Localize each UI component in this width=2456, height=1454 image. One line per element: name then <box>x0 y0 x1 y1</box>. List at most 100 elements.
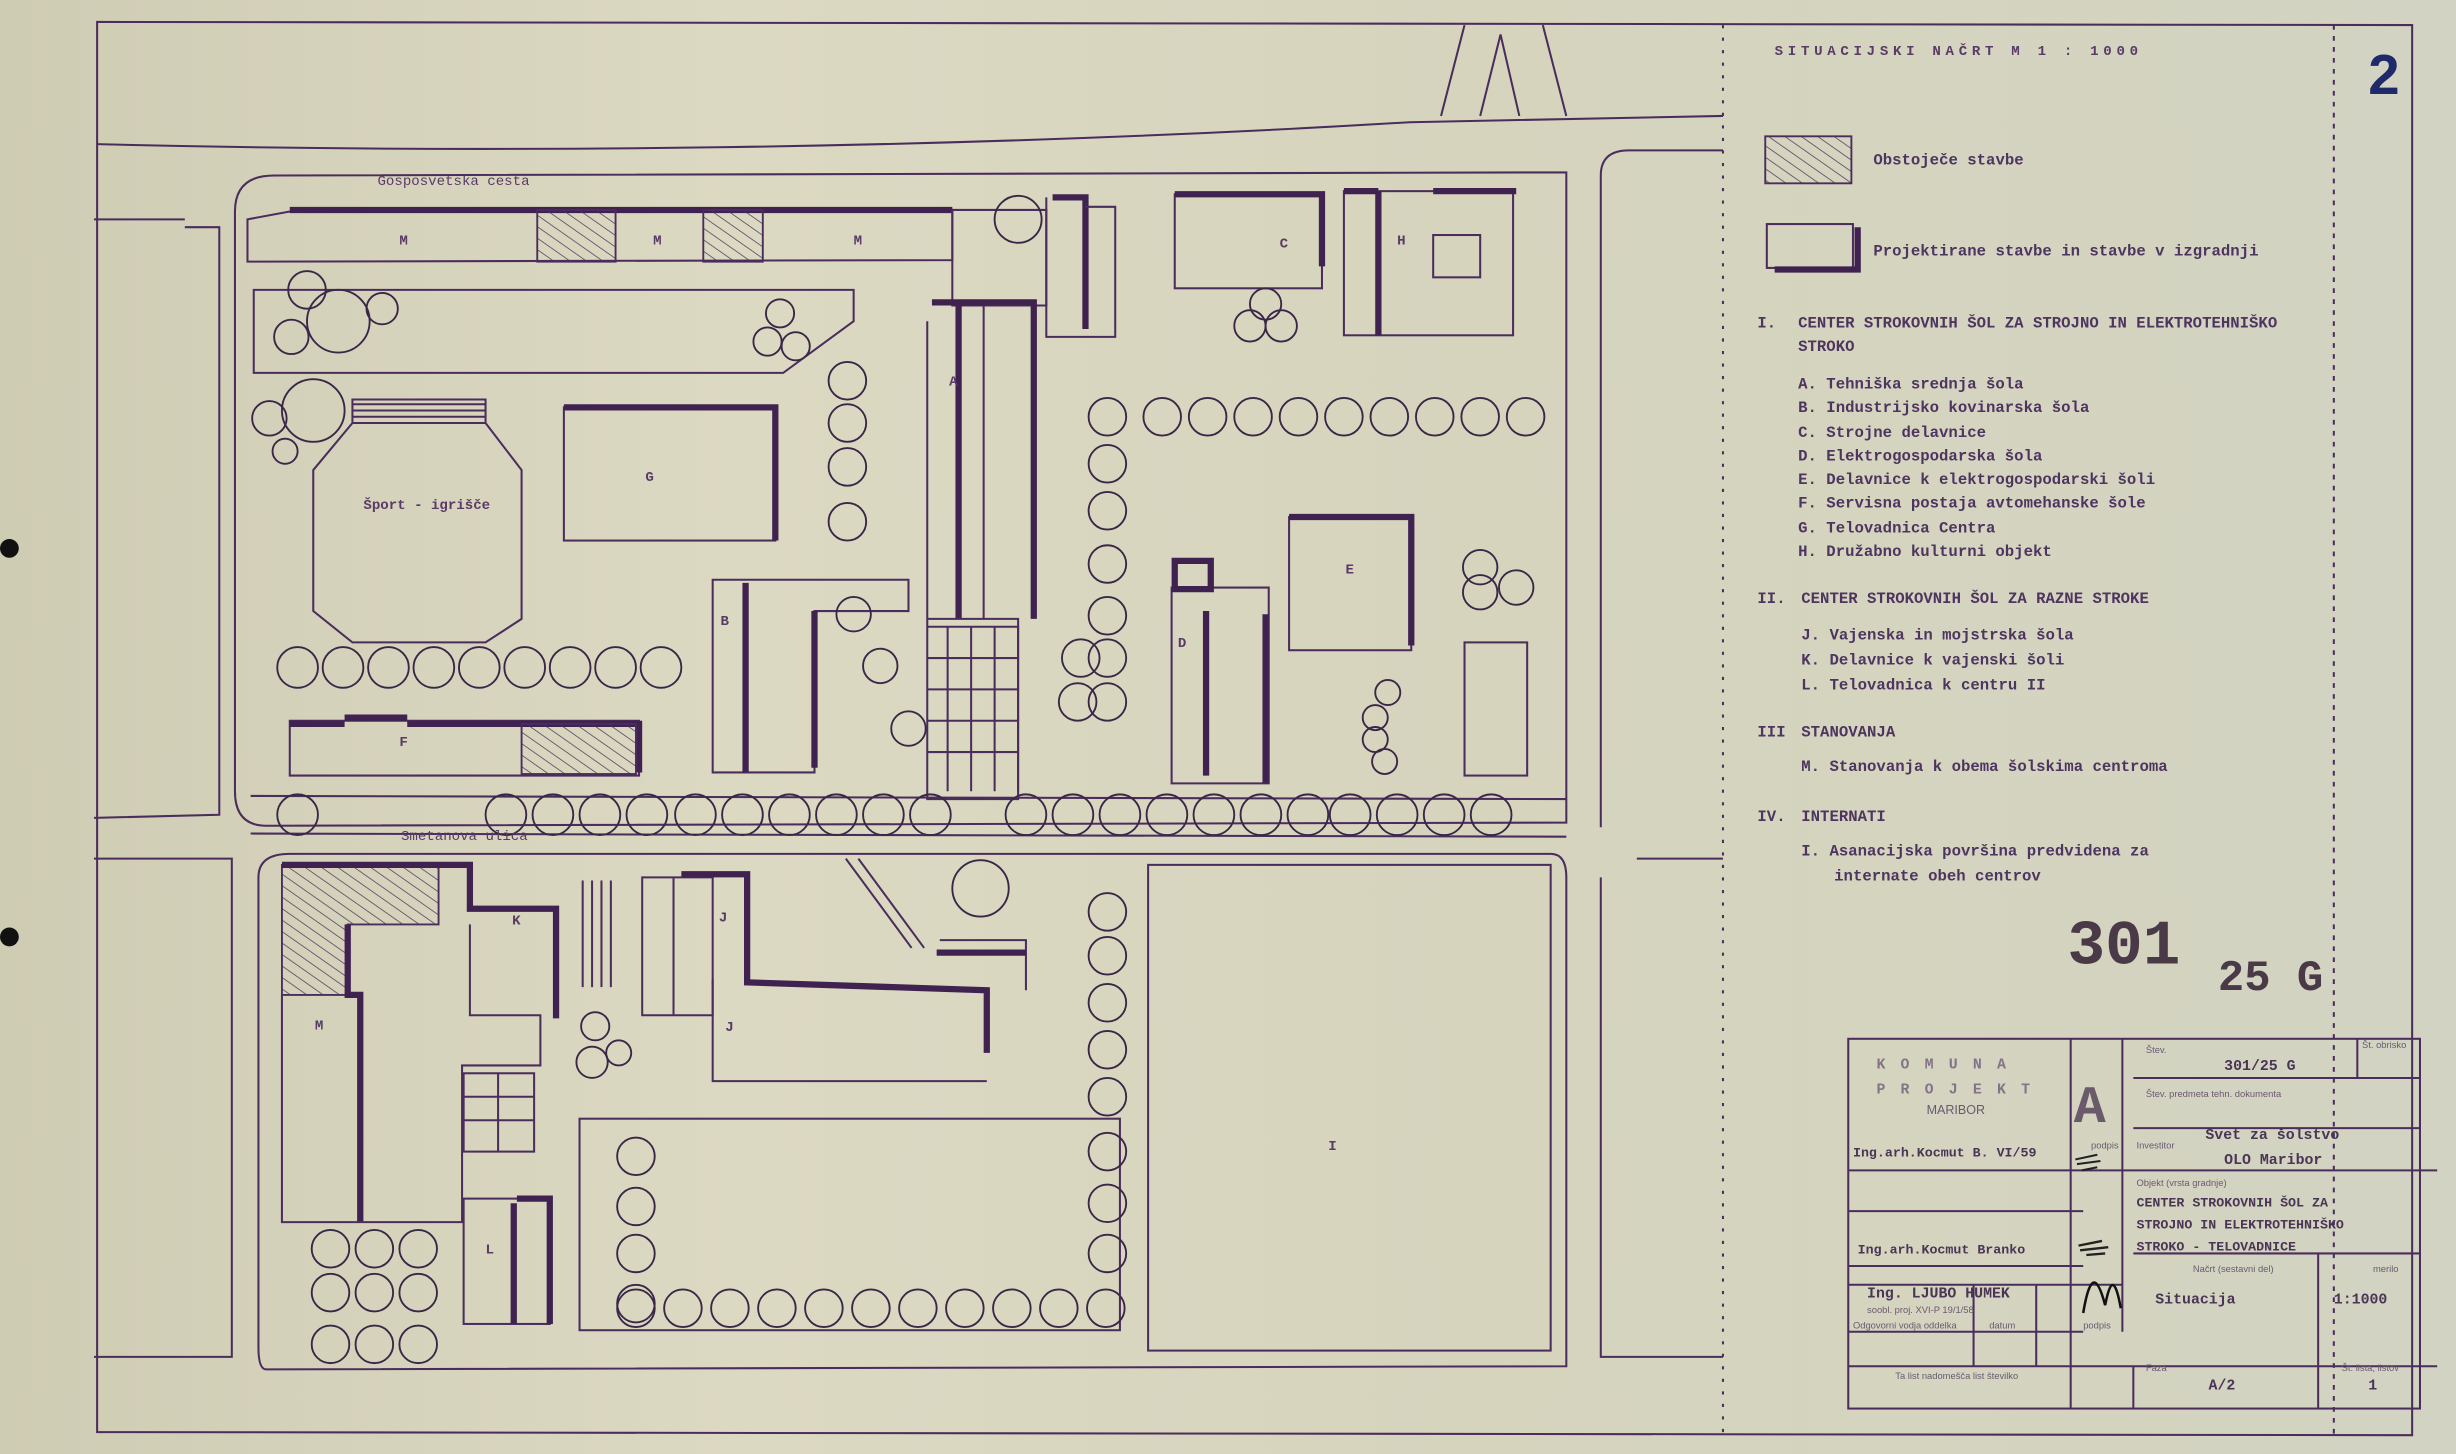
tree-symbol <box>1286 793 1330 837</box>
tree-symbol <box>909 793 952 837</box>
building-label: B <box>721 614 730 630</box>
tree-symbol <box>276 646 319 689</box>
tree-symbol <box>1498 569 1535 606</box>
tree-symbol <box>594 646 637 689</box>
tree-symbol <box>1375 793 1419 837</box>
list-item: J. Vajenska in mojstrska šola <box>1801 626 2073 644</box>
title-block: K O M U N A P R O J E K T MARIBOR A Štev… <box>1847 1037 2438 1410</box>
section-heading: STROKO <box>1798 338 1854 356</box>
tree-symbol <box>992 1288 1032 1329</box>
list-item: F. Servisna postaja avtomehanske šole <box>1798 495 2146 513</box>
tree-symbol <box>1264 309 1298 343</box>
tree-symbol <box>367 646 410 689</box>
sheet-border <box>0 20 2414 1437</box>
tree-symbol <box>1469 793 1513 837</box>
tree-symbol <box>674 793 717 837</box>
building-label: K <box>512 913 521 929</box>
tree-symbol <box>580 1011 611 1042</box>
field-label: Štev. predmeta tehn. dokumenta <box>2146 1088 2282 1099</box>
tree-symbol <box>273 318 310 356</box>
tree-symbol <box>1051 793 1095 837</box>
tree-symbol <box>1187 397 1228 437</box>
signature <box>2081 1281 2123 1314</box>
tree-symbol <box>616 1288 656 1329</box>
tree-symbol <box>1087 544 1128 584</box>
tree-symbol <box>1087 892 1128 932</box>
sheet-title: SITUACIJSKI NAČRT M 1 : 1000 <box>1775 42 2143 60</box>
section-heading: STANOVANJA <box>1801 723 1896 741</box>
building-label: M <box>399 233 407 249</box>
tree-symbol <box>1371 747 1399 775</box>
tree-symbol <box>827 447 868 487</box>
signature <box>2075 1153 2101 1172</box>
tree-symbol <box>1087 1030 1128 1070</box>
section-number: I. <box>1757 314 1776 332</box>
tree-symbol <box>548 646 592 689</box>
list-item: G. Telovadnica Centra <box>1798 520 1995 538</box>
building-label: G <box>645 470 653 486</box>
list-item: M. Stanovanja k obema šolskima centroma <box>1801 758 2167 776</box>
tree-symbol <box>1087 397 1128 437</box>
tree-symbol <box>1369 397 1410 437</box>
phase-value: A/2 <box>2209 1379 2236 1395</box>
drawing-number: 301/25 G <box>2224 1059 2295 1075</box>
tree-symbol <box>616 1186 656 1227</box>
tree-symbol <box>1086 1288 1126 1329</box>
plan-labels: Gosposvetska cesta Smetanova ulica Šport… <box>315 174 1406 1259</box>
list-item: B. Industrijsko kovinarska šola <box>1798 399 2089 417</box>
tree-symbol <box>575 1045 609 1079</box>
street-label-smetanova: Smetanova ulica <box>401 829 528 845</box>
tree-symbol <box>827 502 868 542</box>
tree-symbol <box>484 793 528 837</box>
tree-symbol <box>1004 793 1048 837</box>
scale-value: 1:1000 <box>2334 1293 2388 1309</box>
tree-symbol <box>616 1233 656 1274</box>
author-name: Ing.arh.Kocmut Branko <box>1858 1242 2026 1257</box>
tree-symbol <box>768 793 811 837</box>
field-label: podpis <box>2083 1320 2111 1331</box>
building-label: J <box>719 910 727 926</box>
building-label: F <box>399 735 407 751</box>
street-label-gosposvetska: Gosposvetska cesta <box>377 174 529 190</box>
list-item: H. Družabno kulturni objekt <box>1798 543 2052 561</box>
list-item: C. Strojne delavnice <box>1798 424 1986 442</box>
tree-symbol <box>827 403 868 443</box>
archive-stamp-number: 301 <box>2068 912 2181 983</box>
tree-symbol <box>764 298 796 329</box>
tree-symbol <box>578 793 622 837</box>
field-label: Štev. <box>2146 1044 2167 1055</box>
tree-symbol <box>1361 704 1389 732</box>
field-label: Ta list nadomešča list številko <box>1895 1370 2018 1381</box>
object-name: CENTER STROKOVNIH ŠOL ZA <box>2136 1195 2327 1210</box>
tree-symbol <box>531 793 575 837</box>
tree-symbol <box>310 1229 351 1269</box>
tree-symbol <box>1087 1077 1128 1117</box>
tree-symbol <box>1087 1233 1128 1274</box>
tree-symbol <box>398 1229 438 1269</box>
tree-symbol <box>1462 549 1499 586</box>
tree-symbol <box>1057 682 1098 722</box>
tree-symbol <box>1462 574 1499 611</box>
tree-symbol <box>365 292 399 326</box>
page-number: 2 <box>2368 43 2399 106</box>
field-label: Investitor <box>2136 1139 2174 1150</box>
building-label: E <box>1345 562 1353 578</box>
investor-name: Svet za šolstvo <box>2205 1128 2339 1144</box>
list-item: E. Delavnice k elektrogospodarski šoli <box>1798 471 2155 489</box>
tree-symbol <box>1248 287 1283 321</box>
tree-symbol <box>1415 397 1455 437</box>
sport-field-label: Šport - igrišče <box>363 496 490 514</box>
section-heading: CENTER STROKOVNIH ŠOL ZA RAZNE STROKE <box>1801 589 2149 608</box>
roads <box>93 24 1723 1371</box>
tree-symbol <box>306 288 371 354</box>
tree-symbol <box>1460 397 1500 437</box>
tree-symbol <box>835 596 872 633</box>
field-label: podpis <box>2091 1139 2119 1150</box>
building-label: H <box>1397 233 1405 249</box>
building-label: A <box>949 374 958 390</box>
tree-symbol <box>354 1272 395 1313</box>
section-number: IV. <box>1757 808 1785 826</box>
tree-symbol <box>945 1288 985 1329</box>
tree-symbol <box>616 1136 656 1177</box>
